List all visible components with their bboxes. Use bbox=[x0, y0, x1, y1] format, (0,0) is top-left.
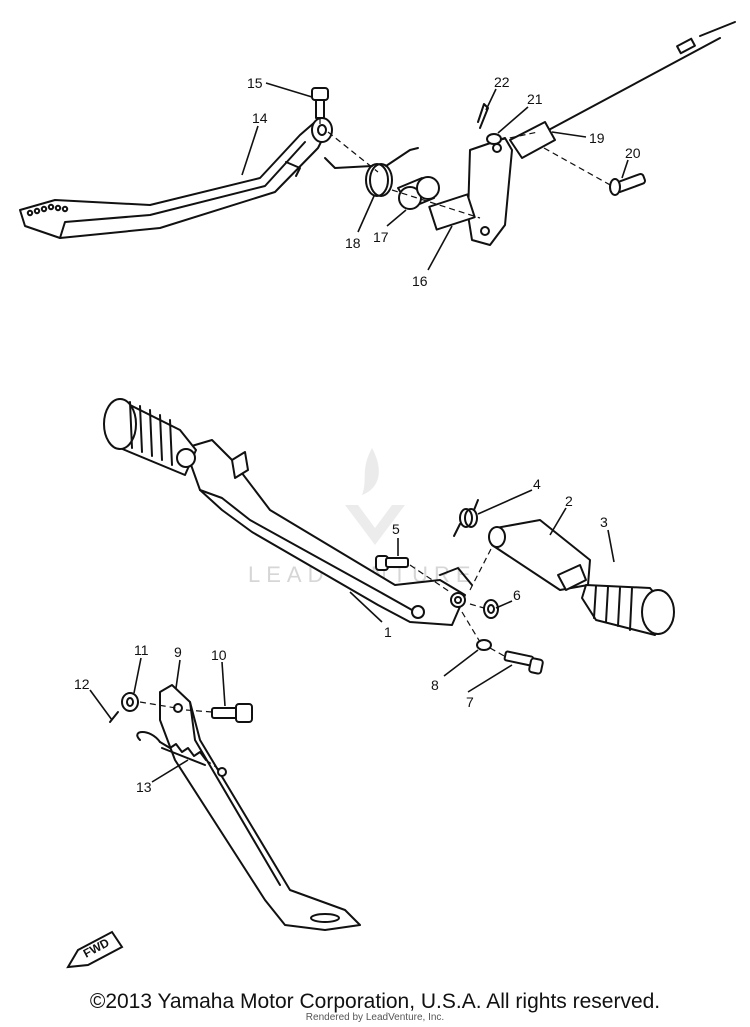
washer bbox=[486, 133, 502, 145]
fwd-arrow-icon: FWD bbox=[66, 930, 124, 969]
torsion-spring bbox=[453, 499, 479, 537]
callout-15: 15 bbox=[247, 75, 263, 91]
sidestand bbox=[159, 684, 361, 931]
footrest-bolt bbox=[375, 555, 409, 571]
callout-9: 9 bbox=[174, 644, 182, 660]
callout-6: 6 bbox=[513, 587, 521, 603]
callout-17: 17 bbox=[373, 229, 389, 245]
leadventure-logo-icon bbox=[345, 448, 405, 545]
footrest-rubber-right bbox=[581, 584, 675, 636]
callout-4: 4 bbox=[533, 476, 541, 492]
footrest-washer bbox=[476, 639, 492, 651]
callout-14: 14 bbox=[252, 110, 268, 126]
brake-shaft-lever bbox=[428, 137, 513, 246]
callout-12: 12 bbox=[74, 676, 90, 692]
brake-rod bbox=[509, 21, 736, 159]
brake-pedal-arm bbox=[19, 117, 333, 239]
callout-leaders bbox=[89, 82, 629, 783]
footrest-shaft bbox=[488, 519, 591, 591]
cotter-pin bbox=[477, 103, 489, 129]
callout-22: 22 bbox=[494, 74, 510, 90]
footrest-bar bbox=[184, 439, 473, 626]
footrest-rubber-left bbox=[103, 398, 197, 476]
callout-16: 16 bbox=[412, 273, 428, 289]
sidestand-spring bbox=[136, 731, 227, 777]
callout-20: 20 bbox=[625, 145, 641, 161]
callout-numbers: 1 2 3 4 5 6 7 8 9 10 11 12 13 14 15 16 1… bbox=[74, 74, 641, 795]
sidestand-bolt bbox=[211, 703, 253, 723]
callout-1: 1 bbox=[384, 624, 392, 640]
sidestand-cotter-pin bbox=[109, 711, 119, 723]
callout-18: 18 bbox=[345, 235, 361, 251]
clevis-pin bbox=[609, 173, 646, 196]
sidestand-nut bbox=[121, 692, 139, 712]
callout-21: 21 bbox=[527, 91, 543, 107]
callout-2: 2 bbox=[565, 493, 573, 509]
callout-5: 5 bbox=[392, 521, 400, 537]
callout-8: 8 bbox=[431, 677, 439, 693]
return-spring bbox=[324, 147, 419, 197]
pivot-bolt bbox=[311, 87, 329, 119]
rendered-by-notice: Rendered by LeadVenture, Inc. bbox=[305, 1012, 445, 1023]
callout-7: 7 bbox=[466, 694, 474, 710]
callout-3: 3 bbox=[600, 514, 608, 530]
callout-19: 19 bbox=[589, 130, 605, 146]
callout-11: 11 bbox=[134, 642, 149, 658]
footrest-nut bbox=[483, 599, 499, 619]
copyright-notice: ©2013 Yamaha Motor Corporation, U.S.A. A… bbox=[89, 990, 661, 1013]
footrest-bolt-lower bbox=[503, 650, 544, 675]
bushing bbox=[397, 176, 440, 210]
callout-13: 13 bbox=[136, 779, 152, 795]
callout-10: 10 bbox=[211, 647, 227, 663]
